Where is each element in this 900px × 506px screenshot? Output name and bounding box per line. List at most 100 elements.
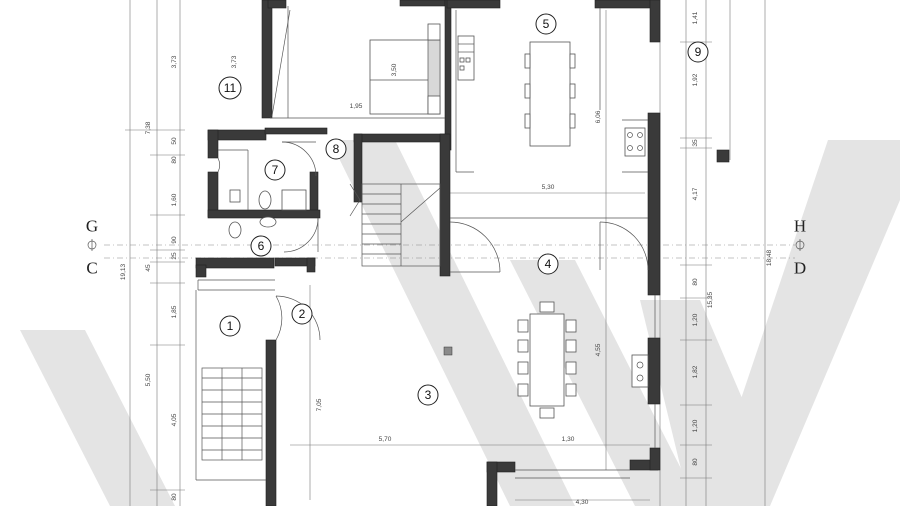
wall-top-stub	[267, 0, 287, 9]
fireplace	[631, 354, 649, 388]
dim-1-20-b: 1,20	[692, 419, 699, 432]
dim-18-48: 18,48	[766, 249, 773, 266]
room-number-3: 3	[425, 388, 432, 402]
wall-stair-top	[353, 133, 447, 143]
wall-bath-left	[207, 129, 219, 159]
pillar-center	[443, 346, 453, 356]
wall-top-right-a	[594, 0, 656, 9]
dim-90: 90	[171, 236, 178, 244]
dim-80-d: 80	[692, 458, 699, 466]
dim-19-13: 19,13	[120, 263, 127, 280]
room-labels: 1 2 3 4 5 6 7 8 9 11	[218, 13, 709, 406]
dim-80-a: 80	[171, 156, 178, 164]
door-arc-stair	[449, 221, 501, 273]
dim-4-17: 4,17	[692, 187, 699, 200]
left-dimensions	[125, 0, 185, 506]
room-number-8: 8	[333, 142, 340, 156]
dim-3-73-a: 3,73	[171, 55, 178, 68]
dim-1-41: 1,41	[692, 11, 699, 24]
axis-label-h: H	[794, 217, 806, 236]
room-circle-6	[250, 235, 272, 257]
room-circle-3	[417, 384, 439, 406]
watermark	[20, 140, 900, 506]
watermark-far-right-stroke	[640, 300, 760, 506]
wall-right-upper	[647, 112, 661, 296]
door-arc-bath	[217, 157, 220, 173]
room-circle-7	[264, 159, 286, 181]
sink-lower	[259, 216, 277, 228]
wall-bath-bottom	[207, 209, 321, 219]
dim-25: 25	[171, 252, 178, 260]
dim-1-85: 1,85	[171, 305, 178, 318]
dining-table-upper	[524, 41, 576, 147]
toilet	[258, 190, 272, 210]
dim-1-95: 1,95	[350, 103, 363, 110]
dim-1-92: 1,92	[692, 73, 699, 86]
door-arc-6	[283, 217, 319, 253]
room-circle-2	[291, 303, 313, 325]
axis-label-g: G	[86, 217, 98, 236]
door-arc-garage	[275, 295, 283, 341]
wall-top-mid	[399, 0, 446, 7]
room-circle-4	[537, 253, 559, 275]
wall-stair-right	[439, 133, 451, 277]
wall-garage-top-b	[195, 264, 207, 278]
wall-garage-top	[195, 257, 275, 269]
walls	[195, 0, 730, 506]
dim-1-60: 1,60	[171, 193, 178, 206]
room-circle-5	[535, 13, 557, 35]
car-grid	[201, 367, 263, 461]
wall-top-right-b	[649, 0, 661, 43]
room-number-1: 1	[227, 319, 234, 333]
room-number-6: 6	[258, 239, 265, 253]
right-dimensions	[659, 0, 766, 506]
wall-corridor-top	[264, 127, 328, 135]
staircase	[349, 183, 441, 267]
bed	[369, 23, 441, 115]
dim-4-30: 4,30	[576, 499, 589, 506]
dim-4-55: 4,55	[595, 343, 602, 356]
watermark-right-stroke	[705, 140, 900, 506]
dim-3-73-b: 3,73	[231, 55, 238, 68]
dim-7-05: 7,05	[316, 398, 323, 411]
axis-label-c: C	[86, 259, 97, 278]
room-number-2: 2	[299, 307, 306, 321]
axis-label-d: D	[794, 259, 806, 278]
room-number-5: 5	[543, 17, 550, 31]
dim-35: 35	[692, 139, 699, 147]
axis-marker-left	[87, 239, 97, 251]
wall-garage-stub-b	[306, 257, 316, 273]
room-number-9: 9	[695, 45, 702, 59]
room-number-11: 11	[224, 81, 237, 95]
wall-right-lower	[647, 337, 661, 405]
wall-bottom-left-b	[486, 461, 498, 506]
dim-5-70: 5,70	[379, 436, 392, 443]
dim-50: 50	[171, 137, 178, 145]
axis-marker-right	[795, 239, 805, 251]
watermark-left-stroke	[20, 330, 175, 506]
dim-4-05: 4,05	[171, 413, 178, 426]
wall-top-left	[261, 0, 273, 119]
room-circle-9	[687, 41, 709, 63]
dim-3-50: 3,50	[391, 63, 398, 76]
wall-bath-right	[309, 171, 319, 213]
wall-top-mid-right	[444, 0, 452, 151]
wall-top-mid-right-b	[446, 0, 501, 9]
wall-garage-right	[265, 339, 277, 506]
dining-table-lower	[517, 301, 577, 419]
dim-5-30: 5,30	[542, 184, 555, 191]
dim-6-06: 6,06	[595, 110, 602, 123]
watermark-mid-stroke	[330, 140, 575, 506]
room-number-4: 4	[545, 257, 552, 271]
dim-1-20-a: 1,20	[692, 313, 699, 326]
pillar-right	[716, 149, 730, 163]
dim-15-35: 15,35	[707, 291, 714, 308]
dim-7-38: 7,38	[145, 121, 152, 134]
bath-fixtures	[218, 149, 307, 239]
room-circle-11	[218, 76, 242, 100]
dim-80-c: 80	[692, 278, 699, 286]
thin-lines	[195, 6, 656, 481]
room-circle-8	[325, 138, 347, 160]
dim-5-50: 5,50	[145, 373, 152, 386]
